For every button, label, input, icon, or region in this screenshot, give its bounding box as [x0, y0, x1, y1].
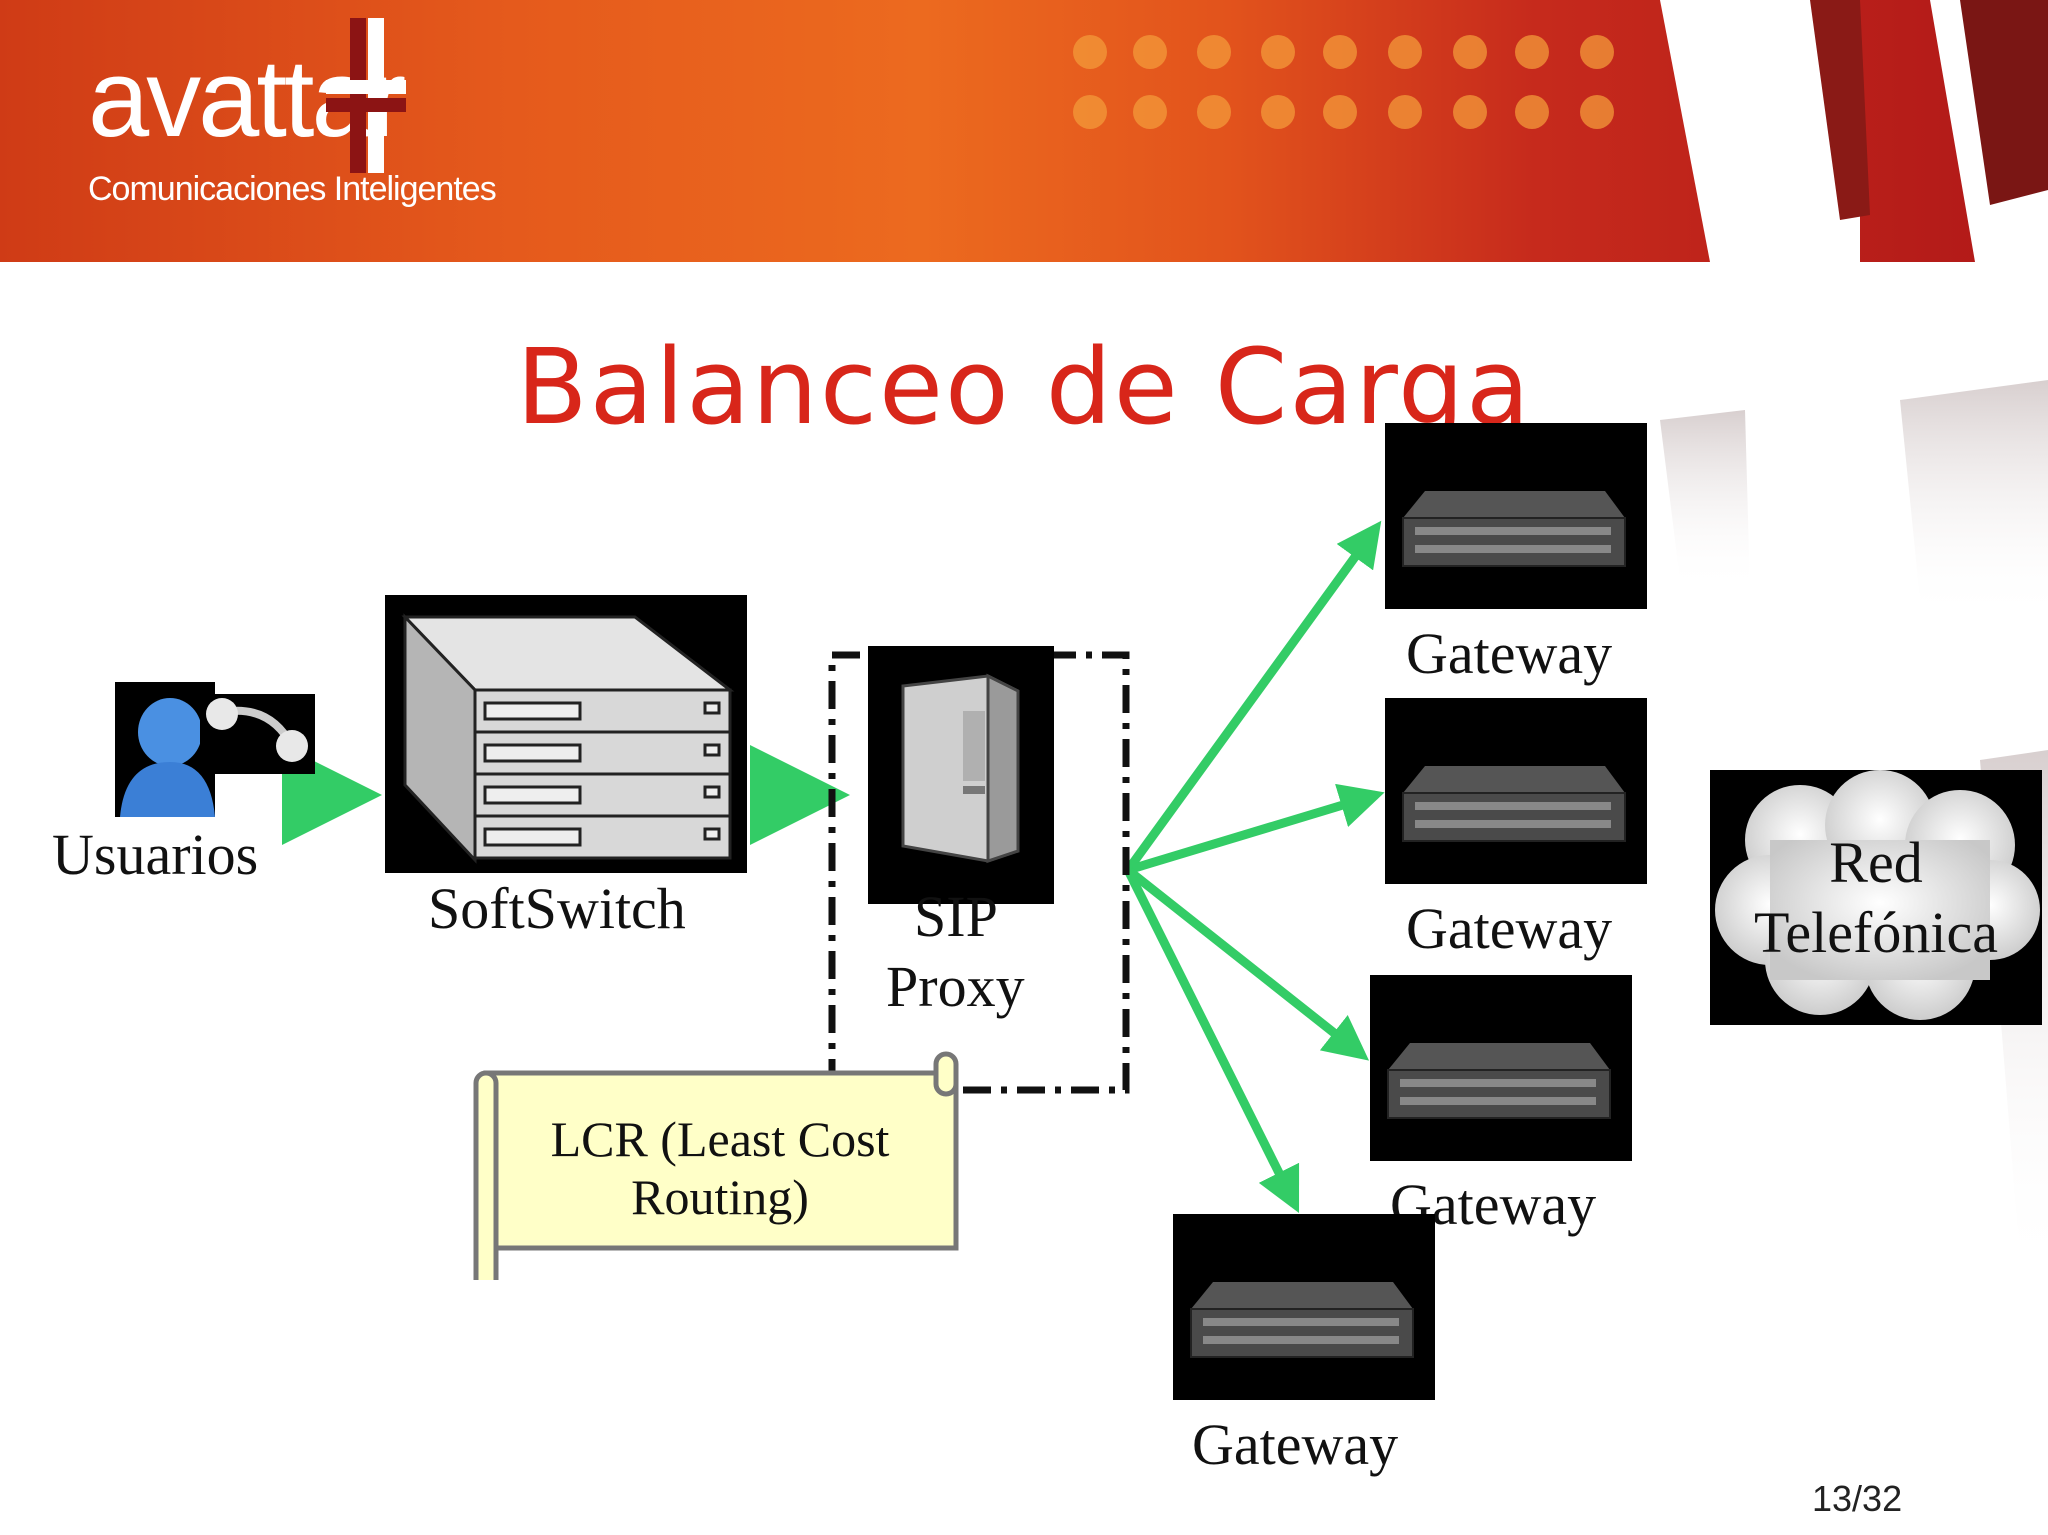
header-banner: avattar Comunicaciones Inteligentes: [0, 0, 2048, 262]
gateway-3-icon: [1370, 975, 1632, 1161]
header-decoration: [1073, 0, 2048, 262]
sip-proxy-label-line1: SIP: [914, 884, 998, 949]
gateway-2-label: Gateway: [1406, 896, 1613, 961]
logo: avattar Comunicaciones Inteligentes: [88, 18, 528, 228]
sip-proxy-label-line2: Proxy: [886, 954, 1025, 1019]
gateway-1-label: Gateway: [1406, 621, 1613, 686]
logo-subtitle: Comunicaciones Inteligentes: [88, 170, 497, 208]
usuarios-label: Usuarios: [52, 822, 259, 887]
telephone-network-cloud-icon: [1710, 770, 2042, 1025]
lcr-note-line1: LCR (Least Cost: [550, 1111, 890, 1167]
gateway-4-label: Gateway: [1192, 1412, 1399, 1477]
red-telefonica-label-line2: Telefónica: [1754, 900, 1998, 965]
lcr-note-scroll: [473, 1051, 959, 1280]
arrow-proxy-gateway-1: [1124, 520, 1382, 873]
lcr-note-text: LCR (Least Cost Routing): [505, 1110, 935, 1226]
gateway-4-icon: [1173, 1214, 1435, 1400]
slide-title: Balanceo de Carga: [516, 326, 1532, 448]
sip-proxy-server-icon: [868, 646, 1054, 904]
user-icon: [115, 682, 215, 817]
lcr-note-line2: Routing): [631, 1169, 809, 1225]
gateway-1-icon: [1385, 423, 1647, 609]
arrow-proxy-gateway-2: [1126, 783, 1385, 875]
arrow-proxy-gateway-3: [1125, 866, 1370, 1061]
gateway-2-icon: [1385, 698, 1647, 884]
softswitch-label: SoftSwitch: [428, 876, 686, 941]
phone-handset-icon: [200, 694, 315, 774]
arrow-proxy-gateway-4: [1123, 867, 1300, 1214]
softswitch-icon: [385, 595, 747, 873]
logo-hash-mark: [326, 18, 406, 173]
red-telefonica-label-line1: Red: [1829, 830, 1923, 895]
page-number: 13/32: [1812, 1478, 1903, 1519]
